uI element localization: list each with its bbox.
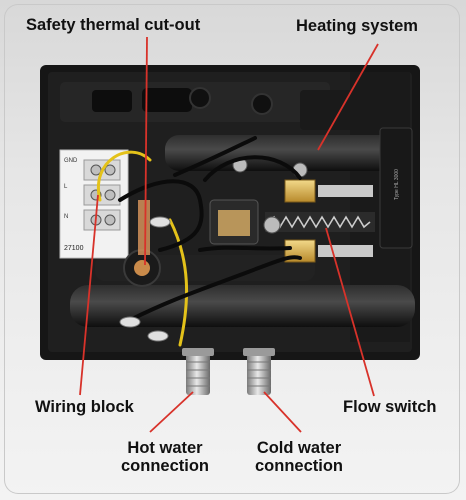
leader-cold-water (263, 391, 302, 433)
label-wiring-block: Wiring block (35, 398, 134, 416)
leader-heating-system (317, 43, 379, 151)
label-heating-system: Heating system (296, 17, 418, 35)
label-cold-water-line1: Cold water (256, 439, 342, 457)
label-flow-switch: Flow switch (343, 398, 437, 416)
svg-text:GND: GND (64, 158, 78, 164)
label-safety-thermal-cutout: Safety thermal cut-out (26, 16, 201, 34)
leader-wiring-block (79, 194, 99, 396)
svg-text:N: N (64, 214, 68, 220)
leader-hot-water (149, 391, 194, 433)
wires (96, 136, 302, 347)
svg-text:L: L (64, 184, 68, 190)
leader-lines (79, 36, 379, 433)
svg-text:27100: 27100 (64, 245, 84, 252)
water-pipes (182, 348, 275, 395)
wiring-block: GND L N 27100 (59, 149, 129, 259)
label-cold-water-connection: Cold water connection (238, 439, 360, 475)
leader-flow-switch (325, 227, 375, 397)
label-hot-water-line1: Hot water (127, 439, 203, 457)
leader-thermal-cutout (144, 36, 148, 266)
flow-switch-assembly (209, 157, 375, 263)
thermal-cutout (123, 200, 161, 287)
svg-text:Type HL 3000: Type HL 3000 (394, 169, 400, 200)
label-hot-water-line2: connection (120, 457, 209, 475)
ring-terminals (119, 216, 171, 342)
label-cold-water-line2: connection (254, 457, 343, 475)
label-hot-water-connection: Hot water connection (104, 439, 226, 475)
